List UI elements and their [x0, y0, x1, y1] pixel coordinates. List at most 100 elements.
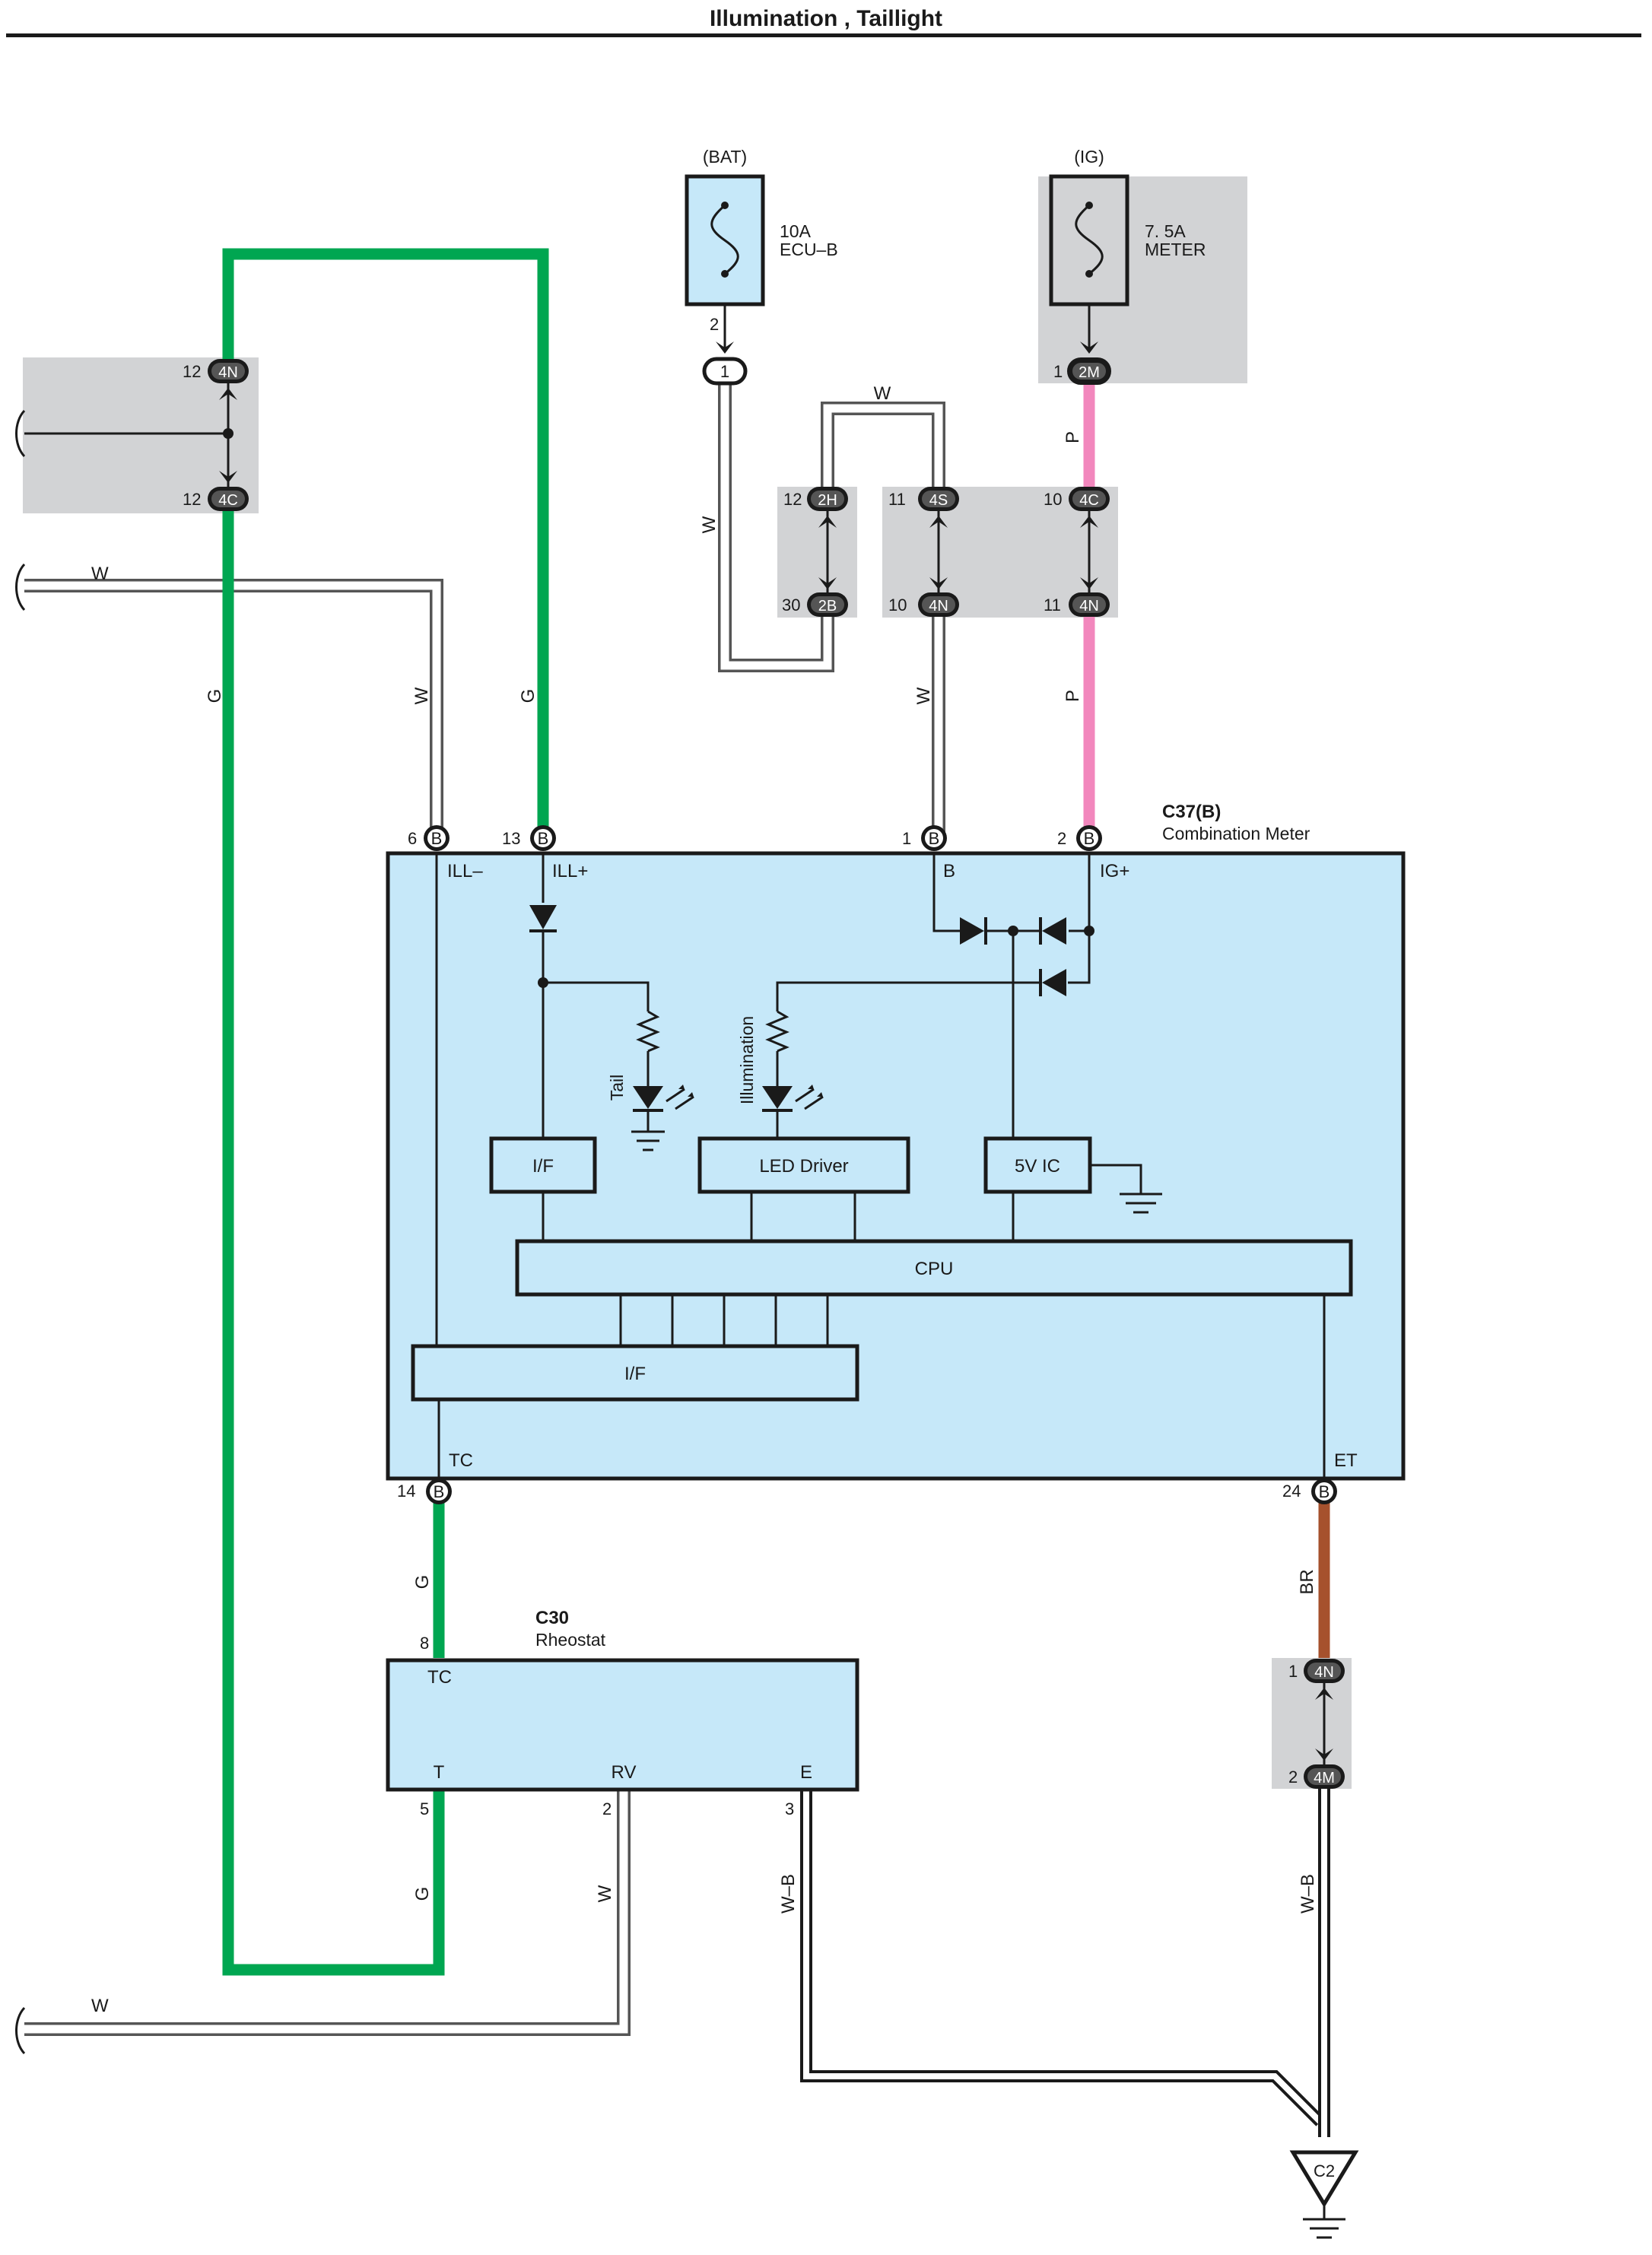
svg-text:2M: 2M — [1079, 364, 1100, 381]
wire-g-left-long — [222, 498, 445, 1976]
conn-4c-right: 4C — [1069, 487, 1110, 511]
bat-fuse: (BAT) 10A ECU–B — [685, 147, 838, 354]
svg-text:7. 5A: 7. 5A — [1145, 221, 1186, 241]
meter-pin-ig-plus: 2 B IG+ — [1057, 825, 1129, 881]
wc-w-bat: W — [699, 516, 720, 533]
rheostat-name: Rheostat — [535, 1630, 606, 1650]
wire-w-2h-4s — [821, 402, 945, 502]
meter-pin-ill-plus: 13 B ILL+ — [502, 825, 588, 881]
rheostat-id: C30 — [535, 1608, 569, 1628]
svg-text:4N: 4N — [218, 364, 238, 381]
svg-text:4M: 4M — [1314, 1770, 1335, 1787]
svg-text:24: 24 — [1282, 1482, 1301, 1501]
conn-4n-right: 4N — [1069, 592, 1110, 617]
svg-text:ET: ET — [1334, 1450, 1358, 1471]
wc-g-left: G — [205, 689, 225, 703]
j4n-mid-pin-num: 10 — [888, 596, 907, 615]
wc-w-ill-minus: W — [411, 687, 432, 704]
node-ig-plus — [1084, 926, 1094, 936]
ig-pin-num: 1 — [1053, 362, 1063, 381]
diagram-title: Illumination , Taillight — [710, 6, 942, 31]
meter-pin-ill-minus: 6 B ILL– — [408, 825, 483, 881]
svg-text:I/F: I/F — [624, 1364, 646, 1384]
svg-text:4C: 4C — [1079, 492, 1099, 509]
left-top-pin-num: 12 — [183, 362, 201, 381]
wc-w-left-bottom: W — [91, 1996, 109, 2016]
block-if-bottom: I/F — [411, 1344, 859, 1402]
svg-text:IG+: IG+ — [1100, 861, 1129, 881]
svg-text:4N: 4N — [1079, 598, 1099, 615]
diode-b — [960, 917, 987, 945]
svg-text:B: B — [929, 829, 940, 848]
gnd-top-pin-num: 1 — [1288, 1662, 1298, 1681]
wire-w-bat-loop — [718, 373, 834, 672]
gnd-bot-pin-num: 2 — [1288, 1767, 1298, 1787]
rheostat-pin-tc-num: 8 — [420, 1634, 429, 1653]
led-tail-label: Tail — [607, 1075, 627, 1101]
conn-left-4n: 4N — [208, 359, 249, 383]
svg-text:5V IC: 5V IC — [1015, 1156, 1060, 1177]
rheostat-pin-tc-label: TC — [427, 1667, 452, 1688]
title-rule — [6, 33, 1641, 37]
led-illumination — [762, 1085, 824, 1139]
wc-wb-e: W–B — [778, 1874, 799, 1914]
svg-text:TC: TC — [449, 1450, 473, 1471]
rheostat-pin-t-num: 5 — [420, 1799, 429, 1818]
svg-text:(BAT): (BAT) — [703, 147, 747, 167]
conn-gnd-4m: 4M — [1304, 1764, 1345, 1789]
svg-text:ILL+: ILL+ — [552, 861, 588, 881]
svg-text:2B: 2B — [818, 598, 837, 615]
rheostat-pin-e-label: E — [800, 1762, 812, 1783]
node-diode-mid — [1008, 926, 1018, 936]
svg-text:B: B — [943, 861, 955, 881]
rheostat-pin-rv-label: RV — [612, 1762, 637, 1783]
rheostat — [386, 1658, 859, 1792]
led-tail — [631, 1085, 694, 1151]
conn-4n-mid: 4N — [918, 592, 959, 617]
j4n-right-pin-num: 11 — [1044, 596, 1061, 615]
svg-text:4C: 4C — [218, 492, 238, 509]
conn-ig-2m: 2M — [1067, 357, 1111, 385]
svg-text:ECU–B: ECU–B — [780, 240, 838, 259]
resistor-tail — [636, 1010, 660, 1053]
svg-text:(IG): (IG) — [1074, 147, 1104, 167]
wc-p-top: P — [1063, 431, 1083, 443]
left-bot-pin-num: 12 — [183, 490, 201, 509]
wire-wb-e — [800, 1787, 1325, 2126]
meter-id: C37(B) — [1162, 802, 1221, 822]
svg-text:B: B — [538, 829, 549, 848]
left-squiggle-3 — [15, 2006, 26, 2055]
conn-gnd-4n: 4N — [1304, 1659, 1345, 1683]
block-5v-ic: 5V IC — [983, 1136, 1092, 1194]
wire-w-rv — [24, 1787, 631, 2036]
conn-2h: 2H — [807, 487, 848, 511]
conn-left-4c: 4C — [208, 487, 249, 511]
diode-ill-plus — [529, 905, 557, 932]
wc-w-left-top: W — [91, 564, 109, 584]
led-illumination-label: Illumination — [737, 1016, 757, 1104]
diode-ig-upper — [1039, 917, 1066, 945]
wc-br: BR — [1297, 1569, 1317, 1594]
meter-pin-et: ET 24 B — [1282, 1450, 1358, 1504]
svg-text:METER: METER — [1145, 240, 1206, 259]
wire-g-ill-loop — [222, 248, 549, 837]
svg-text:CPU: CPU — [915, 1259, 954, 1279]
svg-text:2: 2 — [1057, 829, 1066, 848]
wc-w-top-loop: W — [874, 383, 891, 404]
left-junction-node — [223, 428, 234, 439]
rheostat-pin-t-label: T — [434, 1762, 445, 1783]
resistor-illum — [765, 1010, 789, 1053]
svg-text:6: 6 — [408, 829, 417, 848]
block-if-top: I/F — [489, 1136, 597, 1194]
svg-text:1: 1 — [902, 829, 911, 848]
ig-fuse: (IG) 7. 5A METER — [1049, 147, 1206, 354]
left-squiggle-2 — [15, 563, 26, 611]
conn-4s: 4S — [918, 487, 959, 511]
meter-pin-b: 1 B B — [902, 825, 955, 881]
svg-text:14: 14 — [397, 1482, 415, 1501]
svg-text:B: B — [1319, 1482, 1330, 1501]
rheostat-pin-rv-num: 2 — [602, 1799, 612, 1818]
svg-text:I/F: I/F — [532, 1156, 554, 1177]
svg-text:2H: 2H — [818, 492, 837, 509]
j2b-pin-num: 30 — [782, 596, 800, 615]
